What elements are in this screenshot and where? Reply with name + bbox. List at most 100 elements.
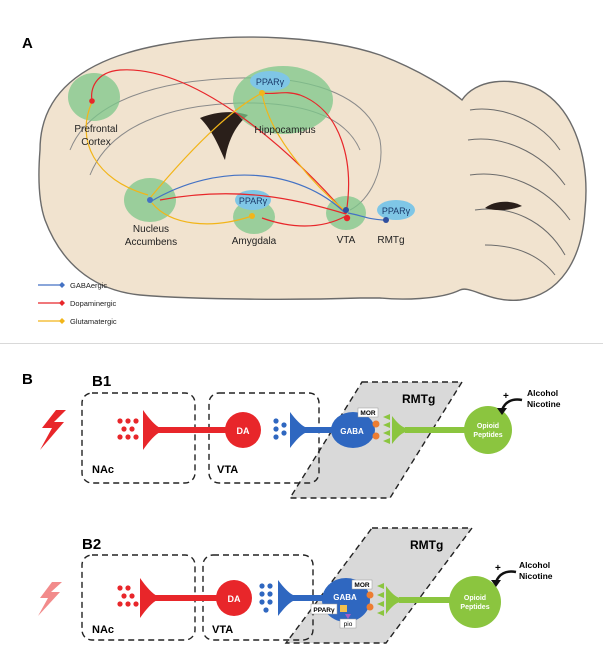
label-vta: VTA: [337, 235, 356, 246]
b1-rmtg-label: RMTg: [402, 392, 435, 406]
b1-dopamine-vesicles: [117, 418, 139, 440]
b2-opioid-triangles: [377, 583, 384, 616]
glutamatergic-path-amygdala-to-nac: [151, 202, 253, 225]
b1-plus: +: [503, 391, 509, 402]
b1-mor-tag: [357, 407, 379, 418]
panel-b-background: [0, 343, 603, 660]
dopaminergic-path-vta-to-hippocampus: [261, 92, 350, 215]
dopaminergic-path-vta-to-nac: [159, 193, 347, 215]
lateral-ventricle: [200, 112, 248, 160]
b1-nac-box: [81, 392, 196, 484]
b2-da-label: DA: [228, 594, 241, 604]
gabaergic-path-rmtg-to-vta: [347, 212, 386, 221]
ppar-bubble-amygdala: [235, 190, 271, 210]
legend-label-0: GABAergic: [70, 281, 107, 290]
b2-pio-ligand: [345, 614, 351, 619]
b1-gaba-neuron: [331, 412, 375, 448]
glutamatergic-path-pfc-to-nac: [85, 101, 149, 196]
b1-lightning-bolt-icon: [40, 410, 66, 450]
b1-opioid-triangles: [383, 414, 390, 444]
label-amygdala: Amygdala: [232, 236, 277, 247]
cerebellum-folds: [467, 108, 571, 276]
b2-ppar-label: PPARγ: [313, 607, 335, 614]
b1-gaba-vesicles: [273, 418, 287, 440]
b2-gaba-terminal: [278, 580, 293, 616]
b1-opioid-neuron: [464, 406, 512, 454]
b1-gaba-label: GABA: [340, 427, 364, 436]
b1-gaba-terminal: [290, 412, 305, 448]
b2-da-neuron: [216, 580, 252, 616]
b2-plus: +: [495, 563, 501, 574]
gabaergic-path-nac-to-vta: [149, 174, 345, 213]
b2-stimulus-arrowhead: [491, 580, 501, 587]
b2-nac-label: NAc: [92, 624, 114, 636]
label-ppar-rmtg: PPARγ: [382, 206, 411, 216]
b2-mor-receptors: [366, 591, 374, 611]
label-ppar-amygdala: PPARγ: [239, 196, 268, 206]
legend-marker-2: [59, 318, 65, 324]
b2-pio-label: pio: [344, 621, 353, 628]
b2-dopamine-vesicles: [117, 585, 139, 607]
b2-ppar-receptor: [340, 605, 347, 612]
dopaminergic-path-vta-to-pfc: [91, 69, 347, 215]
panel-a-label: A: [22, 35, 33, 52]
label-hippocampus: Hippocampus: [254, 125, 315, 136]
diagram-b2: B2 RMTg NAc VTA DA GABA MOR PPARγ: [38, 527, 553, 644]
node-pfc: [89, 98, 95, 104]
diagram-b1: B1 RMTg NAc VTA DA GABA MOR: [40, 373, 561, 499]
legend-label-2: Glutamatergic: [70, 317, 117, 326]
glutamatergic-path-hippocampus-to-nac: [149, 92, 263, 199]
b2-mor-tag: [351, 579, 373, 590]
panel-b-label: B: [22, 371, 33, 388]
brain-outline: [38, 36, 587, 301]
b2-ppar-tag: [310, 603, 338, 615]
b2-label: B2: [82, 536, 101, 553]
b2-rmtg-label: RMTg: [410, 538, 443, 552]
glutamatergic-path-hippocampus-to-vta: [261, 92, 345, 211]
fourth-ventricle: [485, 201, 522, 211]
b1-mor-label: MOR: [360, 410, 375, 417]
b2-da-terminal: [140, 578, 157, 618]
b1-da-label: DA: [237, 426, 250, 436]
legend-marker-0: [59, 282, 65, 288]
b2-da-axon: [155, 595, 220, 601]
node-amygdala: [249, 213, 255, 219]
b1-vta-label: VTA: [217, 464, 238, 476]
b2-lightning-bolt-icon: [38, 582, 62, 616]
b1-vta-box: [208, 392, 320, 484]
b1-da-terminal: [143, 410, 160, 450]
legend-marker-1: [59, 300, 65, 306]
b2-opioid-axon: [399, 597, 453, 603]
node-nac: [147, 197, 153, 203]
b2-pio-tag: [339, 618, 357, 629]
prefrontal-cortex-region: [68, 73, 120, 121]
b1-da-axon: [158, 427, 228, 433]
label-ppar-hippocampus: PPARγ: [256, 77, 285, 87]
b2-opioid-terminal: [386, 586, 400, 614]
node-vta-blue: [343, 207, 349, 213]
node-hippocampus: [259, 90, 265, 96]
b2-gaba-axon: [291, 595, 333, 601]
label-rmtg: RMTg: [377, 235, 404, 246]
b2-mor-label: MOR: [354, 582, 369, 589]
legend-label-1: Dopaminergic: [70, 299, 117, 308]
b1-opioid-terminal: [392, 416, 406, 444]
b1-label: B1: [92, 373, 111, 390]
b1-opioid-axon: [405, 427, 473, 433]
b1-nac-label: NAc: [92, 464, 114, 476]
b2-gaba-label: GABA: [333, 593, 357, 602]
node-vta-red: [343, 214, 351, 222]
b2-opioid-neuron: [449, 576, 501, 628]
b1-mor-receptors: [372, 420, 380, 440]
b1-gaba-axon: [303, 427, 343, 433]
ppar-bubble-hippocampus: [250, 71, 290, 91]
node-rmtg: [383, 217, 389, 223]
